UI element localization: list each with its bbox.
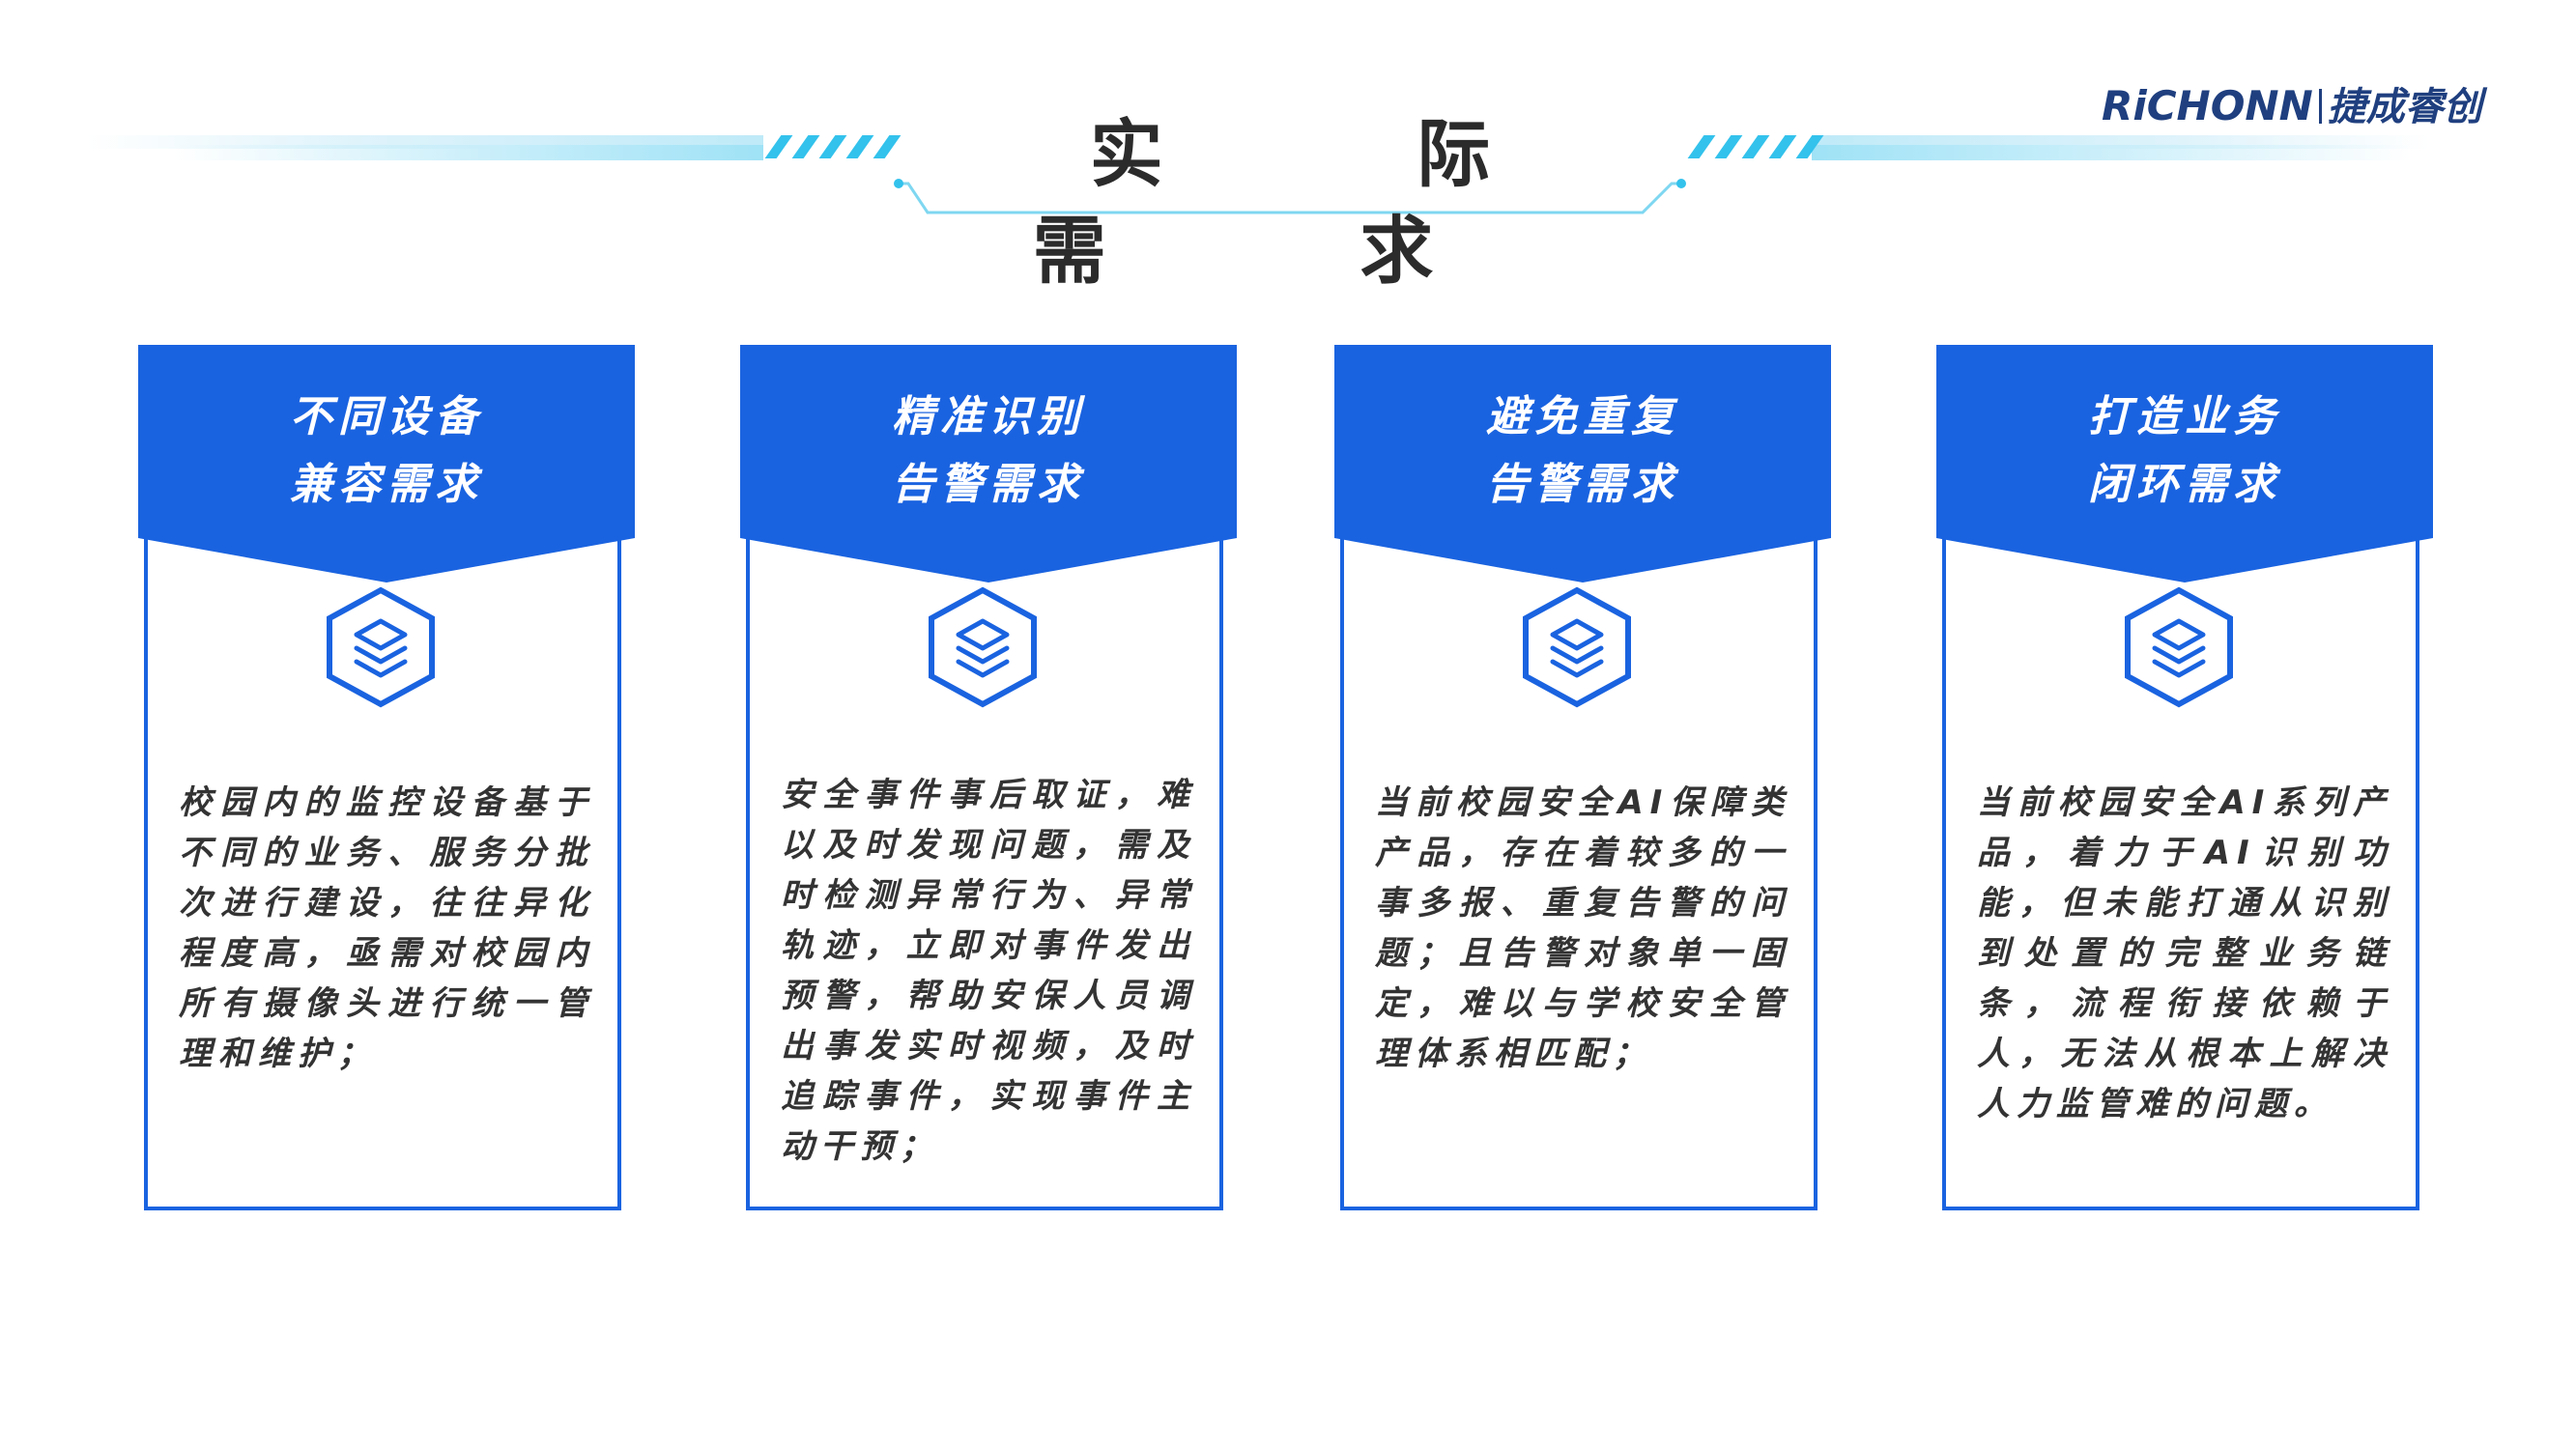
header-line-right-accent: [1812, 145, 2411, 160]
card-description: 校园内的监控设备基于不同的业务、服务分批次进行建设，往往异化程度高，亟需对校园内…: [179, 783, 594, 1073]
header-line-left-accent: [174, 145, 763, 160]
requirement-card-2: 精准识别 告警需求 安全事件事后取证，难以及时发现问题，需及时检测异常行为、异常…: [740, 345, 1237, 1220]
card-title: 避免重复 告警需求: [1486, 392, 1679, 509]
card-body: [1340, 528, 1818, 1210]
header-stripes-right: [1687, 135, 1824, 158]
card-body: [1942, 528, 2419, 1210]
title-frame: [894, 179, 1686, 214]
logo-chinese: 捷成睿创: [2327, 85, 2482, 129]
card-header: 避免重复 告警需求: [1334, 345, 1831, 592]
layers-hexagon-icon: [929, 586, 1037, 708]
card-header: 精准识别 告警需求: [740, 345, 1237, 592]
card-description: 当前校园安全AI系列产品，着力于AI识别功能，但未能打通从识别到处置的完整业务链…: [1977, 783, 2392, 1123]
requirement-card-4: 打造业务 闭环需求 当前校园安全AI系列产品，着力于AI识别功能，但未能打通从识…: [1936, 345, 2433, 1220]
card-title: 不同设备 兼容需求: [290, 392, 483, 509]
layers-hexagon-icon: [1523, 586, 1631, 708]
card-header: 不同设备 兼容需求: [138, 345, 635, 592]
logo-english: RiCHONN: [2102, 82, 2313, 129]
card-title: 精准识别 告警需求: [892, 392, 1085, 509]
layers-hexagon-icon: [327, 586, 435, 708]
card-description: 安全事件事后取证，难以及时发现问题，需及时检测异常行为、异常轨迹，立即对事件发出…: [781, 776, 1196, 1166]
card-description: 当前校园安全AI保障类产品，存在着较多的一事多报、重复告警的问题；且告警对象单一…: [1375, 783, 1790, 1073]
requirement-card-3: 避免重复 告警需求 当前校园安全AI保障类产品，存在着较多的一事多报、重复告警的…: [1334, 345, 1831, 1220]
card-body: [746, 528, 1223, 1210]
logo-separator: [2318, 89, 2322, 124]
card-title: 打造业务 闭环需求: [2088, 392, 2281, 509]
card-header: 打造业务 闭环需求: [1936, 345, 2433, 592]
brand-logo: RiCHONN 捷成睿创: [2102, 82, 2565, 130]
layers-hexagon-icon: [2125, 586, 2233, 708]
page-title: 实 际 需 求: [1032, 111, 1605, 294]
requirement-card-1: 不同设备 兼容需求 校园内的监控设备基于不同的业务、服务分批次进行建设，往往异化…: [138, 345, 635, 1220]
card-body: [144, 528, 621, 1210]
